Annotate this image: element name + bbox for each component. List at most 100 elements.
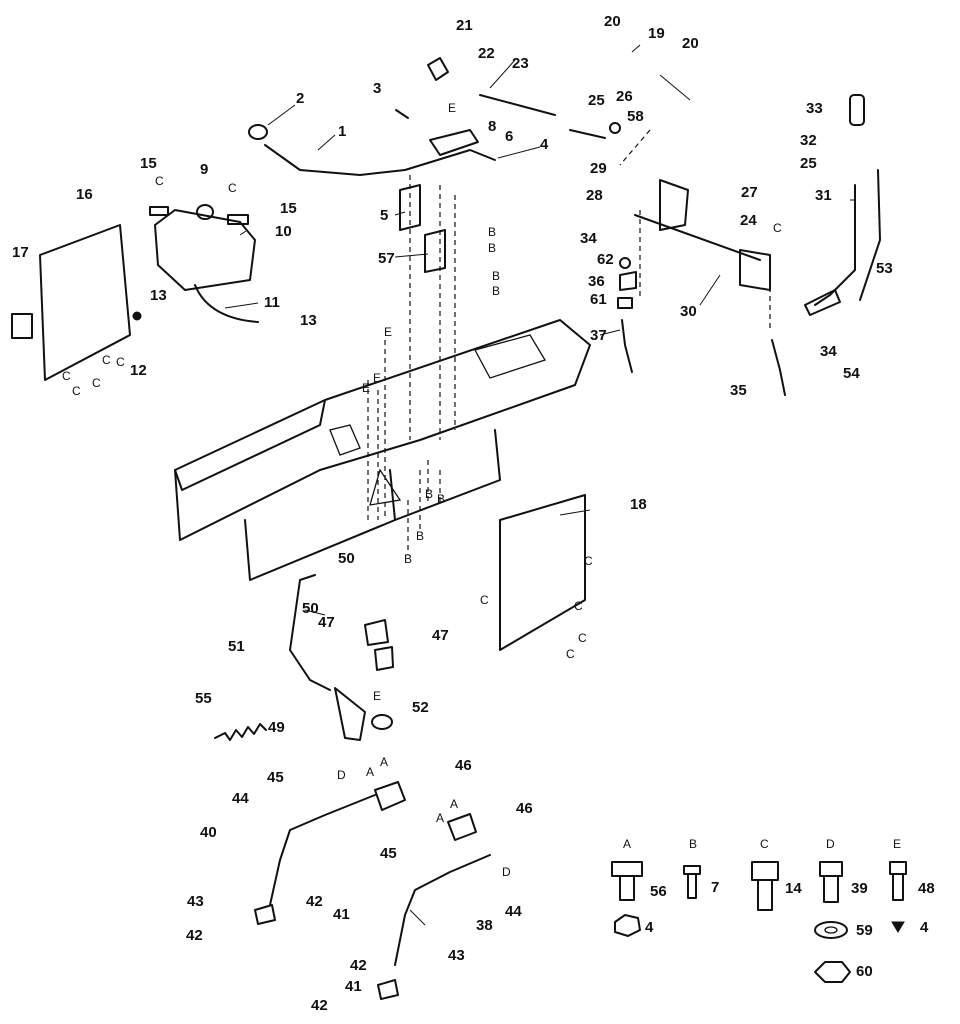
key-washer-d-hole bbox=[824, 926, 838, 934]
callout-52: 52 bbox=[412, 699, 429, 716]
callout-58: 58 bbox=[627, 108, 644, 125]
mark-c-12: C bbox=[566, 647, 575, 661]
nut-12 bbox=[132, 311, 142, 321]
key-bolt-b bbox=[683, 865, 701, 899]
lever-1 bbox=[264, 144, 496, 176]
mark-c-8: C bbox=[584, 554, 593, 568]
bracket-47b bbox=[374, 646, 394, 671]
callout-20b: 20 bbox=[682, 35, 699, 52]
callout-50b: 50 bbox=[302, 600, 319, 617]
callout-62: 62 bbox=[597, 251, 614, 268]
callout-21: 21 bbox=[456, 17, 473, 34]
callout-37: 37 bbox=[590, 327, 607, 344]
callout-27: 27 bbox=[741, 184, 758, 201]
callout-43a: 43 bbox=[187, 893, 204, 910]
callout-25a: 25 bbox=[588, 92, 605, 109]
key-letter-d: D bbox=[826, 837, 835, 851]
callout-4: 4 bbox=[540, 136, 549, 153]
callout-6: 6 bbox=[505, 128, 513, 145]
mark-c-4: C bbox=[92, 376, 101, 390]
grip-33 bbox=[849, 94, 865, 126]
fuel-tank-10 bbox=[154, 209, 256, 291]
callout-10: 10 bbox=[275, 223, 292, 240]
callout-15a: 15 bbox=[140, 155, 157, 172]
mark-c-10: C bbox=[574, 599, 583, 613]
callout-45b: 45 bbox=[380, 845, 397, 862]
key-letter-c: C bbox=[760, 837, 769, 851]
hose-11 bbox=[194, 284, 259, 323]
callout-46b: 46 bbox=[516, 800, 533, 817]
callout-49: 49 bbox=[268, 719, 285, 736]
callout-42a: 42 bbox=[306, 893, 323, 910]
key-part-e: 48 bbox=[918, 880, 935, 897]
nut-58 bbox=[609, 122, 621, 134]
bracket-41a bbox=[254, 904, 276, 925]
mark-c-11: C bbox=[578, 631, 587, 645]
hardware-key bbox=[611, 861, 907, 983]
callout-29: 29 bbox=[590, 160, 607, 177]
hardware-key-labels: A B C D E 56 4 7 14 39 59 60 48 4 bbox=[623, 837, 935, 980]
cap-9 bbox=[196, 204, 214, 220]
callout-19: 19 bbox=[648, 25, 665, 42]
key-nut-e bbox=[891, 921, 905, 933]
mark-b-7: B bbox=[416, 529, 424, 543]
arm-40 bbox=[269, 794, 376, 906]
rod-51 bbox=[289, 574, 331, 691]
key-bolt-a bbox=[611, 861, 643, 901]
key-bolt-e bbox=[889, 861, 907, 901]
key-letter-e: E bbox=[893, 837, 901, 851]
mark-c-5: C bbox=[72, 384, 81, 398]
key-part-d: 39 bbox=[851, 880, 868, 897]
callout-61: 61 bbox=[590, 291, 607, 308]
callout-34a: 34 bbox=[580, 230, 597, 247]
mark-b-4: B bbox=[492, 284, 500, 298]
key-washer-d bbox=[814, 921, 848, 939]
mark-e-5: E bbox=[373, 689, 381, 703]
callout-20a: 20 bbox=[604, 13, 621, 30]
callout-44a: 44 bbox=[232, 790, 249, 807]
mark-b-3: B bbox=[492, 269, 500, 283]
callout-8: 8 bbox=[488, 118, 496, 135]
leader-lines bbox=[224, 44, 856, 926]
link-35 bbox=[771, 339, 786, 396]
mark-a-1: A bbox=[366, 765, 374, 779]
link-26 bbox=[569, 129, 606, 139]
washer-52 bbox=[371, 714, 393, 730]
callout-53: 53 bbox=[876, 260, 893, 277]
callout-55: 55 bbox=[195, 690, 212, 707]
callout-23: 23 bbox=[512, 55, 529, 72]
key-nut-d bbox=[814, 961, 851, 983]
plate-46a bbox=[374, 781, 406, 811]
callout-11: 11 bbox=[264, 294, 280, 311]
key-nut-d-label: 60 bbox=[856, 963, 873, 980]
mark-b-5: B bbox=[425, 487, 433, 501]
panel-16 bbox=[39, 224, 131, 381]
key-letter-b: B bbox=[689, 837, 697, 851]
callout-17: 17 bbox=[12, 244, 29, 261]
mark-e-3: E bbox=[373, 371, 381, 385]
key-part-b: 7 bbox=[711, 879, 719, 896]
mark-c-6: C bbox=[102, 353, 111, 367]
callout-57: 57 bbox=[378, 250, 395, 267]
callout-46a: 46 bbox=[455, 757, 472, 774]
link-37 bbox=[621, 319, 633, 373]
callout-22: 22 bbox=[478, 45, 495, 62]
mark-d-1: D bbox=[337, 768, 346, 782]
callout-15b: 15 bbox=[280, 200, 297, 217]
bracket-5 bbox=[399, 184, 421, 231]
callout-35: 35 bbox=[730, 382, 747, 399]
key-nut-e-label: 4 bbox=[920, 919, 929, 936]
callout-43b: 43 bbox=[448, 947, 465, 964]
chassis-frame bbox=[174, 319, 591, 581]
key-part-c: 14 bbox=[785, 880, 802, 897]
callout-44b: 44 bbox=[505, 903, 522, 920]
mark-a-2: A bbox=[380, 755, 388, 769]
mark-c-9: C bbox=[480, 593, 489, 607]
callout-42d: 42 bbox=[311, 997, 328, 1014]
callout-45a: 45 bbox=[267, 769, 284, 786]
callout-47b: 47 bbox=[432, 627, 449, 644]
bushing-61 bbox=[617, 297, 633, 309]
callout-36: 36 bbox=[588, 273, 605, 290]
mark-b-6: B bbox=[437, 492, 445, 506]
